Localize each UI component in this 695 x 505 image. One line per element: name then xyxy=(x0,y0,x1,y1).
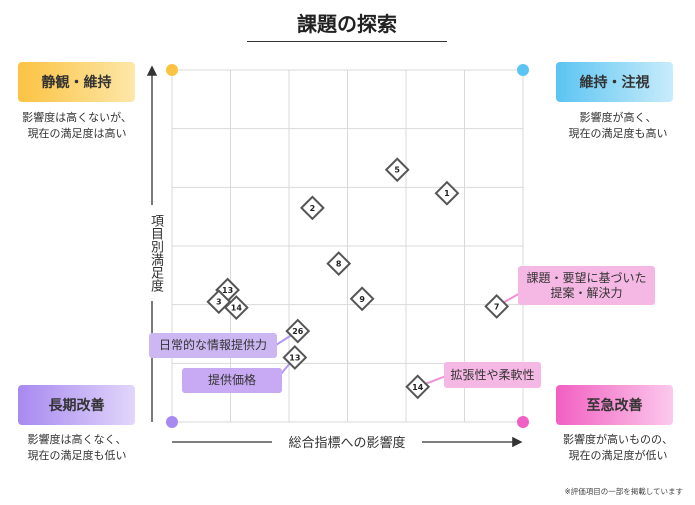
corner-dot-bottom-left xyxy=(166,416,178,428)
data-point-2: 2 xyxy=(299,195,325,221)
data-point-label: 2 xyxy=(310,204,316,213)
data-point-1: 1 xyxy=(434,180,460,206)
data-point-marker xyxy=(405,374,431,400)
quadrant-bottom-left-label: 長期改善 xyxy=(18,385,135,425)
quadrant-bottom-right-label: 至急改善 xyxy=(556,385,673,425)
page-title: 課題の探索 xyxy=(247,8,447,42)
data-point-marker xyxy=(285,318,311,344)
data-point-label: 26 xyxy=(292,327,304,336)
data-point-label: 13 xyxy=(289,353,300,362)
data-point-7: 7 xyxy=(484,294,510,319)
data-point-label: 7 xyxy=(494,302,500,311)
data-point-26: 26 xyxy=(285,318,311,344)
x-axis-label: 総合指標への影響度 xyxy=(272,432,422,451)
data-point-label: 5 xyxy=(394,166,400,175)
corner-dot-bottom-right xyxy=(517,416,529,428)
data-point-marker xyxy=(223,295,249,321)
chart-grid xyxy=(171,69,524,423)
quadrant-top-left-label: 静観・維持 xyxy=(18,62,135,102)
data-point-label: 1 xyxy=(444,189,450,198)
data-point-marker xyxy=(282,345,308,370)
data-point-marker xyxy=(349,286,375,312)
data-point-label: 13 xyxy=(222,286,233,295)
callout-proposal-ability: 課題・要望に基づいた 提案・解決力 xyxy=(518,266,655,305)
callout-price: 提供価格 xyxy=(182,368,282,393)
quadrant-bottom-left-description: 影響度は高くなく、 現在の満足度も低い xyxy=(27,433,127,462)
data-point-label: 3 xyxy=(216,298,222,307)
data-point-label: 14 xyxy=(231,304,243,313)
data-point-3: 3 xyxy=(206,289,232,315)
data-point-marker xyxy=(384,157,410,183)
data-point-marker xyxy=(484,294,510,319)
data-point-marker xyxy=(434,180,460,206)
data-point-label: 8 xyxy=(336,260,342,269)
data-point-13: 13 xyxy=(282,345,308,370)
quadrant-bottom-right-description: 影響度が高いものの、 現在の満足度が低い xyxy=(563,433,673,462)
data-point-marker xyxy=(326,251,352,277)
quadrant-top-left-description: 影響度は高くないが、 現在の満足度は高い xyxy=(22,111,132,140)
quadrant-top-right-description: 影響度が高く、 現在の満足度も高い xyxy=(568,111,668,140)
data-point-9: 9 xyxy=(349,286,375,312)
y-axis-label: 項目別満足度 xyxy=(137,205,163,301)
corner-dot-top-left xyxy=(166,64,178,76)
data-point-5: 5 xyxy=(384,157,410,183)
footnote: ※評価項目の一部を掲載しています xyxy=(564,487,683,496)
data-point-14: 14 xyxy=(223,295,249,321)
data-point-label: 9 xyxy=(359,295,365,304)
data-point-14: 14 xyxy=(405,374,431,400)
corner-dot-top-right xyxy=(517,64,529,76)
callout-flexibility: 拡張性や柔軟性 xyxy=(444,362,541,388)
data-point-marker xyxy=(299,195,325,221)
data-point-label: 14 xyxy=(412,383,424,392)
data-point-marker xyxy=(206,289,232,315)
quadrant-top-right-label: 維持・注視 xyxy=(556,62,673,102)
data-point-8: 8 xyxy=(326,251,352,277)
callout-information-provision: 日常的な情報提供力 xyxy=(149,333,277,358)
